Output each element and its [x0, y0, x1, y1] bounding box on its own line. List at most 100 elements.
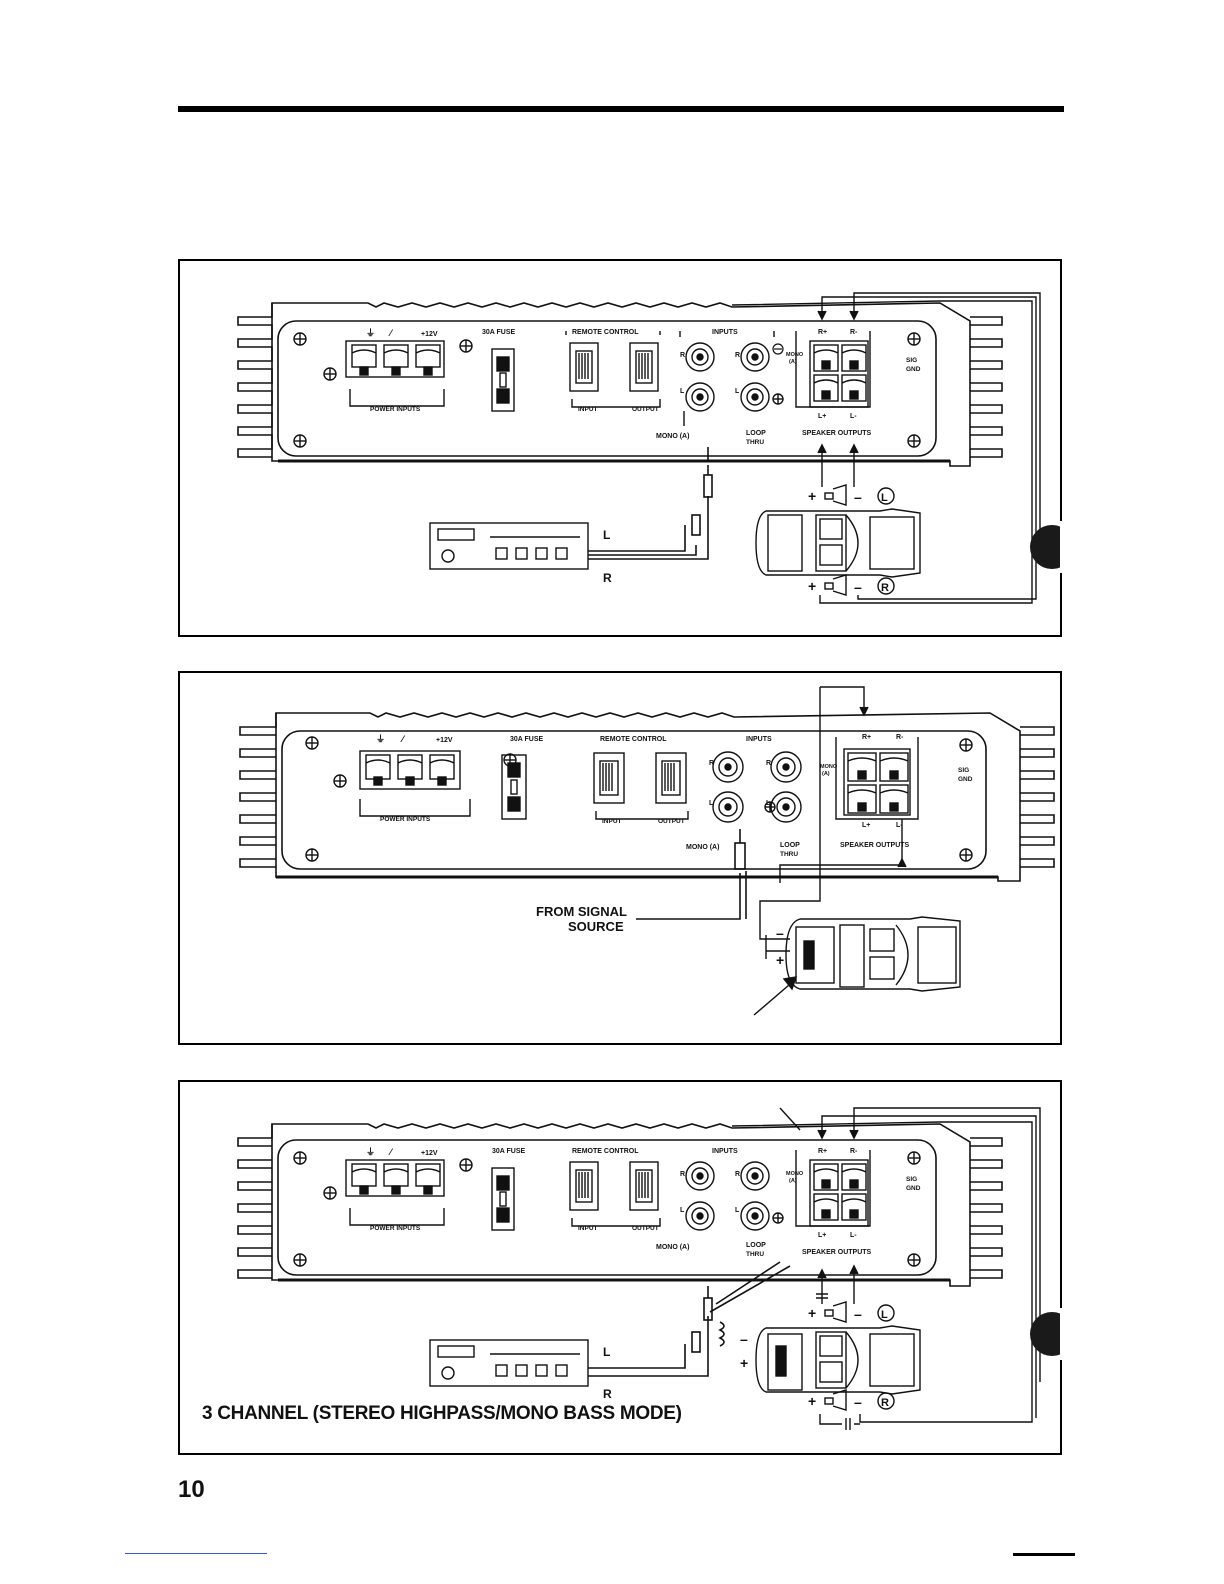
speaker-outputs-label: SPEAKER OUTPUTS [802, 430, 872, 437]
remote-switch-icon: ⁄ [388, 1147, 394, 1157]
ground-symbol-icon: ⏚ [366, 328, 375, 338]
car-outline [785, 916, 961, 992]
right-speaker-minus: – [854, 579, 862, 595]
thru-label: THRU [746, 439, 764, 446]
remote-control-jacks [569, 1161, 661, 1227]
mono-switch-label: MONO [786, 1171, 804, 1177]
speaker-right-label: R [881, 582, 889, 594]
mono-switch-sub-label: (A) [789, 1178, 797, 1184]
thru-label: THRU [746, 1251, 764, 1258]
plus12v-label: +12V [421, 331, 438, 338]
speaker-right-label: R [881, 1397, 889, 1409]
sub-plus: + [776, 952, 784, 968]
remote-control-label: REMOTE CONTROL [572, 1148, 639, 1155]
remote-input-label: INPUT [602, 818, 622, 825]
mono-switch-sub-label: (A) [822, 771, 830, 777]
fuse-label: 30A FUSE [492, 1148, 526, 1155]
inputs-label: INPUTS [746, 736, 772, 743]
remote-switch-icon: ⁄ [400, 734, 406, 744]
sub-minus: – [740, 1331, 748, 1347]
right-speaker-badge [877, 1392, 895, 1410]
speaker-terminal-block [835, 737, 919, 820]
power-inputs-label: POWER INPUTS [370, 1225, 421, 1232]
l-minus-label: L- [850, 413, 857, 420]
thru-label: THRU [780, 851, 798, 858]
speaker-wires [731, 292, 1041, 604]
ground-symbol-icon: ⏚ [376, 734, 385, 744]
left-speaker-minus: – [854, 489, 862, 505]
speaker-outputs-label: SPEAKER OUTPUTS [802, 1249, 872, 1256]
remote-input-label: INPUT [578, 406, 598, 413]
input-l-label: L [680, 388, 685, 395]
fuse-holder [501, 754, 527, 820]
gnd-label: GND [906, 1185, 921, 1192]
r-plus-label: R+ [818, 1148, 827, 1155]
mono-switch-label: MONO [820, 764, 838, 770]
remote-control-label: REMOTE CONTROL [572, 329, 639, 336]
binder-hole [1030, 1308, 1064, 1360]
speaker-wires [753, 686, 907, 1016]
remote-output-label: OUTPUT [632, 1225, 659, 1232]
input-r2-label: R [735, 1171, 740, 1178]
input-l-label: L [680, 1207, 685, 1214]
mono-a-label: MONO (A) [686, 844, 719, 851]
head-unit [429, 1339, 589, 1387]
head-unit-l-label: L [603, 528, 610, 542]
power-inputs-label: POWER INPUTS [380, 816, 431, 823]
power-terminal-block [345, 340, 445, 407]
left-speaker-badge [877, 1304, 895, 1322]
footer-link-line[interactable] [125, 1553, 267, 1554]
mono-a-label: MONO (A) [656, 433, 689, 440]
input-l-label: L [709, 800, 714, 807]
source-label: SOURCE [568, 919, 624, 934]
screw-holes [305, 736, 973, 862]
mono-a-label: MONO (A) [656, 1244, 689, 1251]
input-l2-label: L [766, 800, 771, 807]
speaker-left-label: L [881, 1309, 888, 1321]
head-unit [429, 522, 589, 570]
amplifier-chassis [237, 302, 1003, 467]
right-speaker-badge [877, 577, 895, 595]
sig-label: SIG [958, 767, 969, 774]
l-plus-label: L+ [818, 1232, 826, 1239]
power-terminal-block [345, 1159, 445, 1226]
loop-label: LOOP [780, 842, 800, 849]
input-r2-label: R [766, 760, 771, 767]
remote-input-label: INPUT [578, 1225, 598, 1232]
left-speaker-icon [824, 1301, 847, 1323]
stereo-diagram-svg: ⏚ ⁄ +12V POWER INPUTS 30A FUSE REMOTE CO… [237, 292, 1064, 604]
remote-control-label: REMOTE CONTROL [600, 736, 667, 743]
rca-jacks [685, 1161, 784, 1231]
input-r-label: R [680, 352, 685, 359]
r-minus-label: R- [850, 1148, 858, 1155]
right-speaker-icon [824, 1389, 847, 1411]
rca-cables [588, 1261, 791, 1377]
screw-holes [293, 332, 921, 448]
stereo-wiring-diagram: ⏚ ⁄ +12V POWER INPUTS 30A FUSE REMOTE CO… [178, 259, 1064, 637]
sub-plus: + [740, 1355, 748, 1371]
from-signal-label: FROM SIGNAL [536, 904, 627, 919]
amplifier-chassis [237, 1123, 1003, 1287]
fuse-label: 30A FUSE [482, 329, 516, 336]
l-minus-label: L- [896, 822, 903, 829]
inputs-label: INPUTS [712, 329, 738, 336]
plus12v-label: +12V [421, 1150, 438, 1157]
inputs-label: INPUTS [712, 1148, 738, 1155]
left-speaker-plus: + [808, 1305, 816, 1321]
rca-jacks [679, 331, 784, 426]
left-speaker-icon [824, 484, 847, 506]
right-speaker-plus: + [808, 578, 816, 594]
remote-output-label: OUTPUT [632, 406, 659, 413]
r-plus-label: R+ [818, 329, 827, 336]
binder-hole [1030, 521, 1064, 573]
head-unit-l-label: L [603, 1345, 610, 1359]
speaker-terminal-block [795, 1150, 871, 1227]
panel-caption: 3 CHANNEL (STEREO HIGHPASS/MONO BASS MOD… [202, 1403, 682, 1424]
three-channel-wiring-diagram: ⏚ ⁄ +12V POWER INPUTS 30A FUSE REMOTE CO… [178, 1080, 1064, 1455]
header-rule [178, 106, 1064, 112]
speaker-outputs-label: SPEAKER OUTPUTS [840, 842, 910, 849]
input-r2-label: R [735, 352, 740, 359]
l-plus-label: L+ [818, 413, 826, 420]
sig-label: SIG [906, 1176, 917, 1183]
fuse-label: 30A FUSE [510, 736, 544, 743]
